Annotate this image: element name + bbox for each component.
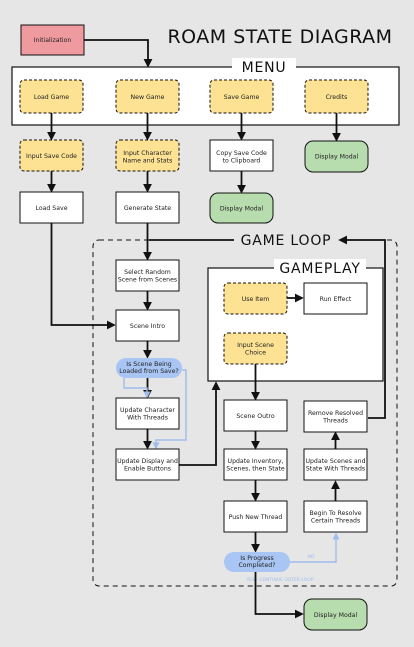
display-modal-end-label: Display Modal bbox=[314, 612, 358, 619]
push-new-thread-node bbox=[223, 500, 288, 533]
run-effect-node bbox=[303, 282, 368, 315]
select-random-scene-node bbox=[115, 259, 180, 292]
display-modal-credits-node bbox=[304, 140, 369, 173]
generate-state-node bbox=[115, 191, 180, 224]
run-effect-label: Run Effect bbox=[320, 296, 352, 303]
menu-title-backing bbox=[232, 58, 296, 75]
scene-loaded-decision-label-1: Is Scene Being bbox=[126, 361, 172, 368]
copy-save-code-label-2: to Clipboard bbox=[223, 158, 261, 165]
update-display-edge bbox=[179, 381, 221, 466]
update-scenes-state-label-2: State With Threads bbox=[306, 466, 365, 473]
load-save-label: Load Save bbox=[36, 205, 68, 212]
display-modal-save-node bbox=[209, 192, 274, 224]
display-modal-end-node bbox=[303, 598, 368, 631]
new-game-label: New Game bbox=[131, 94, 165, 101]
select-random-scene-label-1: Select Random bbox=[124, 269, 171, 276]
save-game-label: Save Game bbox=[224, 94, 260, 101]
load-game-label: Load Game bbox=[34, 94, 69, 101]
push-new-thread-label: Push New Thread bbox=[229, 514, 283, 521]
select-random-scene-label-2: Scene from Scenes bbox=[118, 277, 177, 284]
update-character-label-2: With Threads bbox=[127, 415, 168, 422]
input-scene-choice-label-2: Choice bbox=[245, 350, 266, 357]
begin-resolve-label-2: Certain Threads bbox=[311, 518, 360, 525]
remove-resolved-node bbox=[303, 400, 368, 433]
scene-loaded-yes-edge-1 bbox=[123, 378, 151, 399]
remove-resolved-label-2: Threads bbox=[322, 418, 348, 425]
input-save-code-label: Input Save Code bbox=[26, 153, 77, 160]
load-save-node bbox=[19, 191, 84, 224]
input-scene-choice-label-1: Input Scene bbox=[237, 342, 274, 349]
input-character-label-2: Name and Stats bbox=[123, 158, 173, 165]
progress-no-label: NO bbox=[308, 554, 315, 560]
begin-resolve-label-1: Begin To Resolve bbox=[309, 510, 361, 517]
scene-loaded-decision-node bbox=[116, 358, 182, 378]
update-scenes-state-label-1: Update Scenes and bbox=[305, 458, 365, 465]
copy-save-code-node bbox=[209, 139, 274, 172]
progress-decision-node bbox=[224, 552, 290, 572]
scene-outro-node bbox=[223, 399, 288, 432]
scene-loaded-yes-edge-2 bbox=[152, 369, 187, 450]
load-save-edge bbox=[50, 223, 116, 330]
update-character-node bbox=[115, 397, 180, 430]
initialization-node bbox=[20, 24, 85, 56]
menu-title: MENU bbox=[242, 60, 287, 76]
progress-decision-label-2: Completed? bbox=[238, 562, 275, 569]
load-game-node bbox=[19, 79, 84, 114]
scene-intro-label: Scene Intro bbox=[130, 323, 165, 330]
scene-intro-node bbox=[115, 309, 180, 342]
credits-label: Credits bbox=[326, 94, 348, 101]
scene-outro-label: Scene Outro bbox=[236, 413, 274, 420]
update-display-label-2: Enable Buttons bbox=[124, 466, 171, 473]
progress-yes-edge bbox=[254, 572, 304, 619]
init-to-menu-edge bbox=[84, 39, 153, 68]
display-modal-save-label: Display Modal bbox=[220, 206, 264, 213]
save-game-node bbox=[209, 79, 274, 114]
scene-loaded-decision-label-2: Loaded from Save? bbox=[119, 368, 178, 375]
update-display-label-1: Update Display and bbox=[117, 458, 178, 465]
game-loop-title-backing bbox=[234, 231, 338, 248]
update-character-label-1: Update Character bbox=[120, 407, 175, 414]
display-modal-credits-label: Display Modal bbox=[315, 154, 359, 161]
use-item-label: Use Item bbox=[242, 296, 270, 303]
game-loop-title: GAME LOOP bbox=[241, 233, 332, 249]
update-inventory-label-2: Scenes, then State bbox=[226, 466, 285, 473]
copy-save-code-label-1: Copy Save Code bbox=[216, 150, 267, 157]
begin-resolve-node bbox=[303, 500, 368, 533]
gameplay-title-backing bbox=[274, 259, 366, 276]
new-game-node bbox=[115, 79, 180, 114]
update-display-node bbox=[115, 448, 180, 481]
gameplay-title: GAMEPLAY bbox=[279, 261, 360, 277]
generate-state-label: Generate State bbox=[124, 205, 171, 212]
initialization-label: Initialization bbox=[34, 37, 72, 44]
progress-yes-label: YES - CONTINUE OUTER LOOP bbox=[245, 577, 313, 583]
remove-resolved-label-1: Remove Resolved bbox=[308, 410, 363, 417]
credits-node bbox=[304, 79, 369, 114]
loop-return-edge bbox=[338, 235, 386, 419]
progress-decision-label-1: Is Progress bbox=[240, 555, 273, 562]
input-character-label-1: Input Character bbox=[123, 150, 172, 157]
diagram-title: ROAM STATE DIAGRAM bbox=[167, 26, 392, 48]
progress-no-edge bbox=[290, 532, 340, 563]
update-inventory-label-1: Update Inventory, bbox=[228, 458, 284, 465]
